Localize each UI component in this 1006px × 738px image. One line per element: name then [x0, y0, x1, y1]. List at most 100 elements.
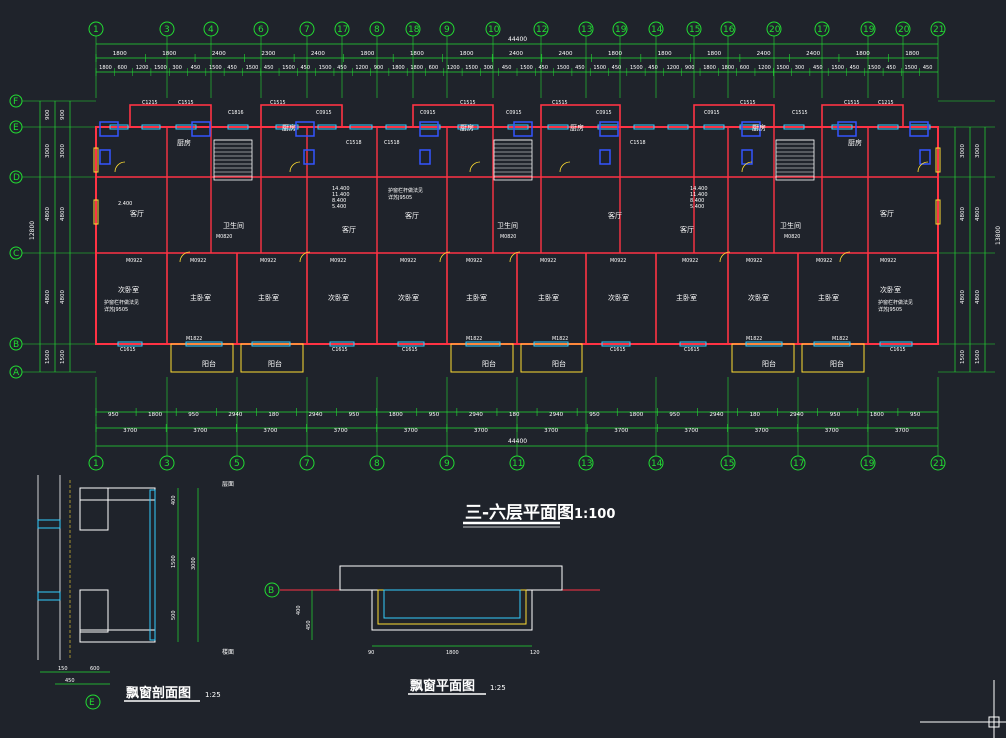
- room-label-balcony: 阳台: [202, 359, 216, 368]
- dim-top-row2: 1500: [905, 65, 918, 71]
- plan-bay-glazing: [383, 589, 521, 619]
- axis-bubble-bottom: [439, 455, 455, 471]
- window-top: [507, 124, 529, 130]
- axis-label-top: 1: [93, 25, 99, 35]
- opening-tag-m0922: M0922: [126, 258, 142, 264]
- dim-bottom-row1: 1800: [629, 412, 643, 418]
- kitchen-bay-wall: [821, 104, 904, 128]
- axis-label-bottom: 11: [512, 459, 523, 469]
- opening-tag-c1615: C1615: [610, 347, 626, 353]
- window-bottom: [533, 341, 569, 347]
- level-mark: 14.400: [332, 186, 350, 192]
- dim-bottom-row2: 3700: [895, 428, 909, 434]
- fixture-tub-icon: [599, 121, 619, 137]
- dim-bottom-row1: 950: [910, 412, 921, 418]
- axis-label-top: 17: [337, 25, 348, 35]
- section-dim: 400: [171, 495, 177, 505]
- window-side-left: [93, 147, 99, 173]
- axis-bubble-top: [88, 21, 104, 37]
- wall-layer: [95, 104, 939, 373]
- axis-bubble-bottom: [578, 455, 594, 471]
- dim-top-row1: 2400: [559, 51, 573, 57]
- dim-top-row2: 1500: [520, 65, 533, 71]
- window-side-right: [935, 147, 941, 173]
- room-label-living: 客厅: [405, 211, 419, 220]
- dim-bottom-row1: 950: [349, 412, 360, 418]
- axis-bubble-top: [612, 21, 628, 37]
- room-label-master-bed: 主卧室: [538, 293, 559, 302]
- opening-tag-c1518: C1518: [384, 140, 400, 146]
- dim-top-row1: 2400: [806, 51, 820, 57]
- dim-bottom-row1: 1800: [389, 412, 403, 418]
- axis-label-top: 6: [258, 25, 264, 35]
- window-bottom: [679, 341, 707, 347]
- axis-bubble-top: [405, 21, 421, 37]
- axis-bubble-bottom: [159, 455, 175, 471]
- dim-left-part2: 4800: [60, 290, 66, 304]
- axis-label-top: 15: [689, 25, 700, 35]
- room-label-master-bed: 主卧室: [466, 293, 487, 302]
- dim-top-row1: 2400: [509, 51, 523, 57]
- axis-bubble-top: [253, 21, 269, 37]
- dim-left-part2: 4800: [60, 207, 66, 221]
- axis-bubble-top: [299, 21, 315, 37]
- opening-tag-c1515: C1515: [792, 110, 808, 116]
- dim-top-row2: 1500: [557, 65, 570, 71]
- door-swing-icon: [741, 161, 753, 173]
- room-label-kitchen: 厨房: [570, 123, 584, 132]
- dim-top-row2: 300: [484, 65, 494, 71]
- door-swing-icon: [719, 251, 731, 263]
- opening-tag-m1822: M1822: [746, 336, 762, 342]
- window-top: [175, 124, 197, 130]
- room-label-second-bed: 次卧室: [118, 285, 139, 294]
- main-title-text: 三-六层平面图: [465, 502, 574, 523]
- room-label-bath: 卫生间: [780, 221, 801, 230]
- dim-bottom-row1: 180: [750, 412, 761, 418]
- axis-bubble-top: [334, 21, 350, 37]
- section-beam-top: [79, 487, 109, 531]
- dim-bottom-row2: 3700: [404, 428, 418, 434]
- door-swing-icon: [289, 161, 301, 173]
- opening-tag-c0915: C0915: [316, 110, 332, 116]
- balcony-rail: [520, 343, 583, 373]
- room-label-bath: 卫生间: [497, 221, 518, 230]
- opening-tag-m0922: M0922: [682, 258, 698, 264]
- axis-label-top: 16: [723, 25, 735, 35]
- dim-top-row2: 1200: [355, 65, 368, 71]
- opening-tag-m0820: M0820: [784, 234, 800, 240]
- dim-top-row2: 1500: [868, 65, 881, 71]
- axis-label-left: F: [13, 97, 18, 107]
- dim-top-row2: 450: [648, 65, 658, 71]
- window-bottom: [185, 341, 223, 347]
- room-label-living: 客厅: [680, 225, 694, 234]
- dim-bottom-row2: 3700: [755, 428, 769, 434]
- plan-title-scale: 1:25: [490, 684, 506, 692]
- dim-top-row2: 1800: [392, 65, 405, 71]
- room-label-living: 客厅: [342, 225, 356, 234]
- fixture-toilet-icon: [419, 149, 431, 165]
- dim-top-row2: 1500: [282, 65, 295, 71]
- opening-tag-c1515: C1515: [460, 100, 476, 106]
- dim-top-row2: 300: [172, 65, 182, 71]
- window-top: [667, 124, 689, 130]
- axis-label-top: 19: [863, 25, 875, 35]
- dim-left-part: 900: [45, 109, 51, 120]
- room-label-second-bed: 次卧室: [880, 285, 901, 294]
- level-mark: 5.400: [332, 204, 346, 210]
- axis-bubble-top: [369, 21, 385, 37]
- dim-bottom-row2: 3700: [825, 428, 839, 434]
- dim-top-row2: 1200: [447, 65, 460, 71]
- dim-bottom-row1: 950: [108, 412, 119, 418]
- axis-bubble-bottom: [720, 455, 736, 471]
- opening-tag-c1515: C1515: [844, 100, 860, 106]
- axis-label-left: D: [13, 173, 20, 183]
- guard-note: 护窗栏杆做法见: [388, 187, 423, 194]
- window-top: [877, 124, 899, 130]
- guard-note: 护窗栏杆做法见: [104, 299, 139, 306]
- room-label-kitchen: 厨房: [460, 123, 474, 132]
- dim-top-row2: 1500: [209, 65, 222, 71]
- axis-bubble-top: [766, 21, 782, 37]
- axis-label-bottom: 14: [651, 459, 663, 469]
- door-swing-icon: [114, 161, 126, 173]
